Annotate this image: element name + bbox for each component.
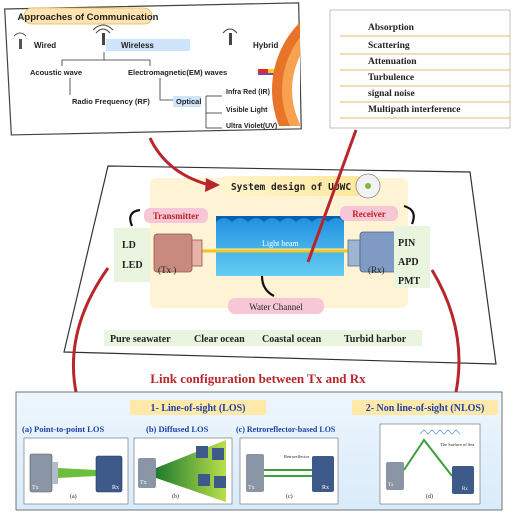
retro-heading: (c) Retroreflector-based LOS [236,425,336,434]
water-type-coastal: Coastal ocean [262,334,322,345]
optical-label: Optical [176,97,201,106]
link-title: Link configuration between Tx and Rx [150,371,366,386]
diffused-panel: Tx (b) [133,437,233,505]
approaches-title: Approaches of Communication [18,12,159,23]
nlos-heading: 2- Non line-of-sight (NLOS) [366,403,485,414]
wireless-antenna-icon [92,24,114,45]
p2p-panel-label: (a) [70,493,77,500]
challenge-turbulence: Turbulence [368,73,414,83]
los-heading: 1- Line-of-sight (LOS) [151,403,246,414]
water-type-pure: Pure seawater [110,334,171,345]
hybrid-antenna-icon [222,28,238,45]
sea-surface-label: The Surface of Sea [440,442,474,447]
ir-label: Infra Red (IR) [226,89,270,96]
nlos-rx-label: Rx [462,487,468,492]
diffused-panel-label: (b) [172,493,179,500]
light-beam-label: Light beam [262,239,299,248]
water-type-turbid: Turbid harbor [344,334,407,345]
p2p-rx-label: Rx [112,485,119,491]
link-config-panel: 1- Line-of-sight (LOS) 2- Non line-of-si… [15,391,503,511]
challenge-attenuation: Attenuation [368,57,417,67]
retro-note: Retroreflector [284,454,310,459]
hybrid-label: Hybrid [253,41,278,50]
water-channel-label: Water Channel [249,302,303,312]
p2p-panel: Tx Rx (a) [23,437,129,505]
challenge-multipath: Multipath interference [368,105,460,115]
wired-antenna-icon [13,32,27,49]
transmitter-device [153,233,203,273]
ld-label: LD [122,240,136,251]
nlos-tx-label: Tx [388,483,394,488]
acoustic-label: Acoustic wave [30,68,82,77]
challenge-absorption: Absorption [368,23,415,33]
diffused-heading: (b) Diffused LOS [146,424,209,434]
receiver-label: Receiver [352,209,385,219]
visible-light-label: Visible Light [226,107,268,114]
uv-label: Ultra Violet(UV) [226,123,277,130]
receiver-lamp-icon [355,173,381,199]
tx-label: (Tx ) [158,265,176,275]
receiver-device [347,231,399,273]
arrow-head-system [205,178,220,192]
wired-label: Wired [34,41,56,50]
em-label: Electromagnetic(EM) waves [128,68,227,77]
water-waves [216,216,344,222]
retro-panel: Retroreflector Tx Rx (c) [239,437,339,505]
nlos-panel: The Surface of Sea Tx Rx (d) [379,423,481,505]
challenges-panel: Absorption Scattering Attenuation Turbul… [272,9,511,129]
pmt-label: PMT [398,276,421,287]
apd-label: APD [398,257,419,268]
nlos-panel-label: (d) [426,493,433,500]
challenge-signal-noise: signal noise [368,89,415,99]
retro-panel-label: (c) [286,493,293,500]
retro-rx-label: Rx [322,485,329,491]
device-connectors [129,204,415,297]
challenge-lines [340,35,510,119]
approaches-connectors [61,52,222,129]
approaches-panel: Approaches of Communication Wired Wirele… [4,2,302,136]
led-label: LED [122,260,143,271]
retro-tx-label: Tx [248,485,255,491]
water-type-clear: Clear ocean [194,334,245,345]
red-arrows [72,129,461,393]
challenge-scattering: Scattering [368,41,410,51]
p2p-tx-label: Tx [32,485,39,491]
system-design-panel: System design of UOWC Light beam Transmi… [63,165,497,365]
rf-label: Radio Frequency (RF) [72,97,150,106]
diffused-tx-label: Tx [140,480,147,486]
wireless-label: Wireless [121,41,154,50]
transmitter-label: Transmitter [153,211,199,221]
p2p-heading: (a) Point-to-point LOS [22,424,104,434]
rx-label: (Rx) [368,265,385,275]
system-title: System design of UOWC [231,182,351,193]
pin-label: PIN [398,238,416,249]
